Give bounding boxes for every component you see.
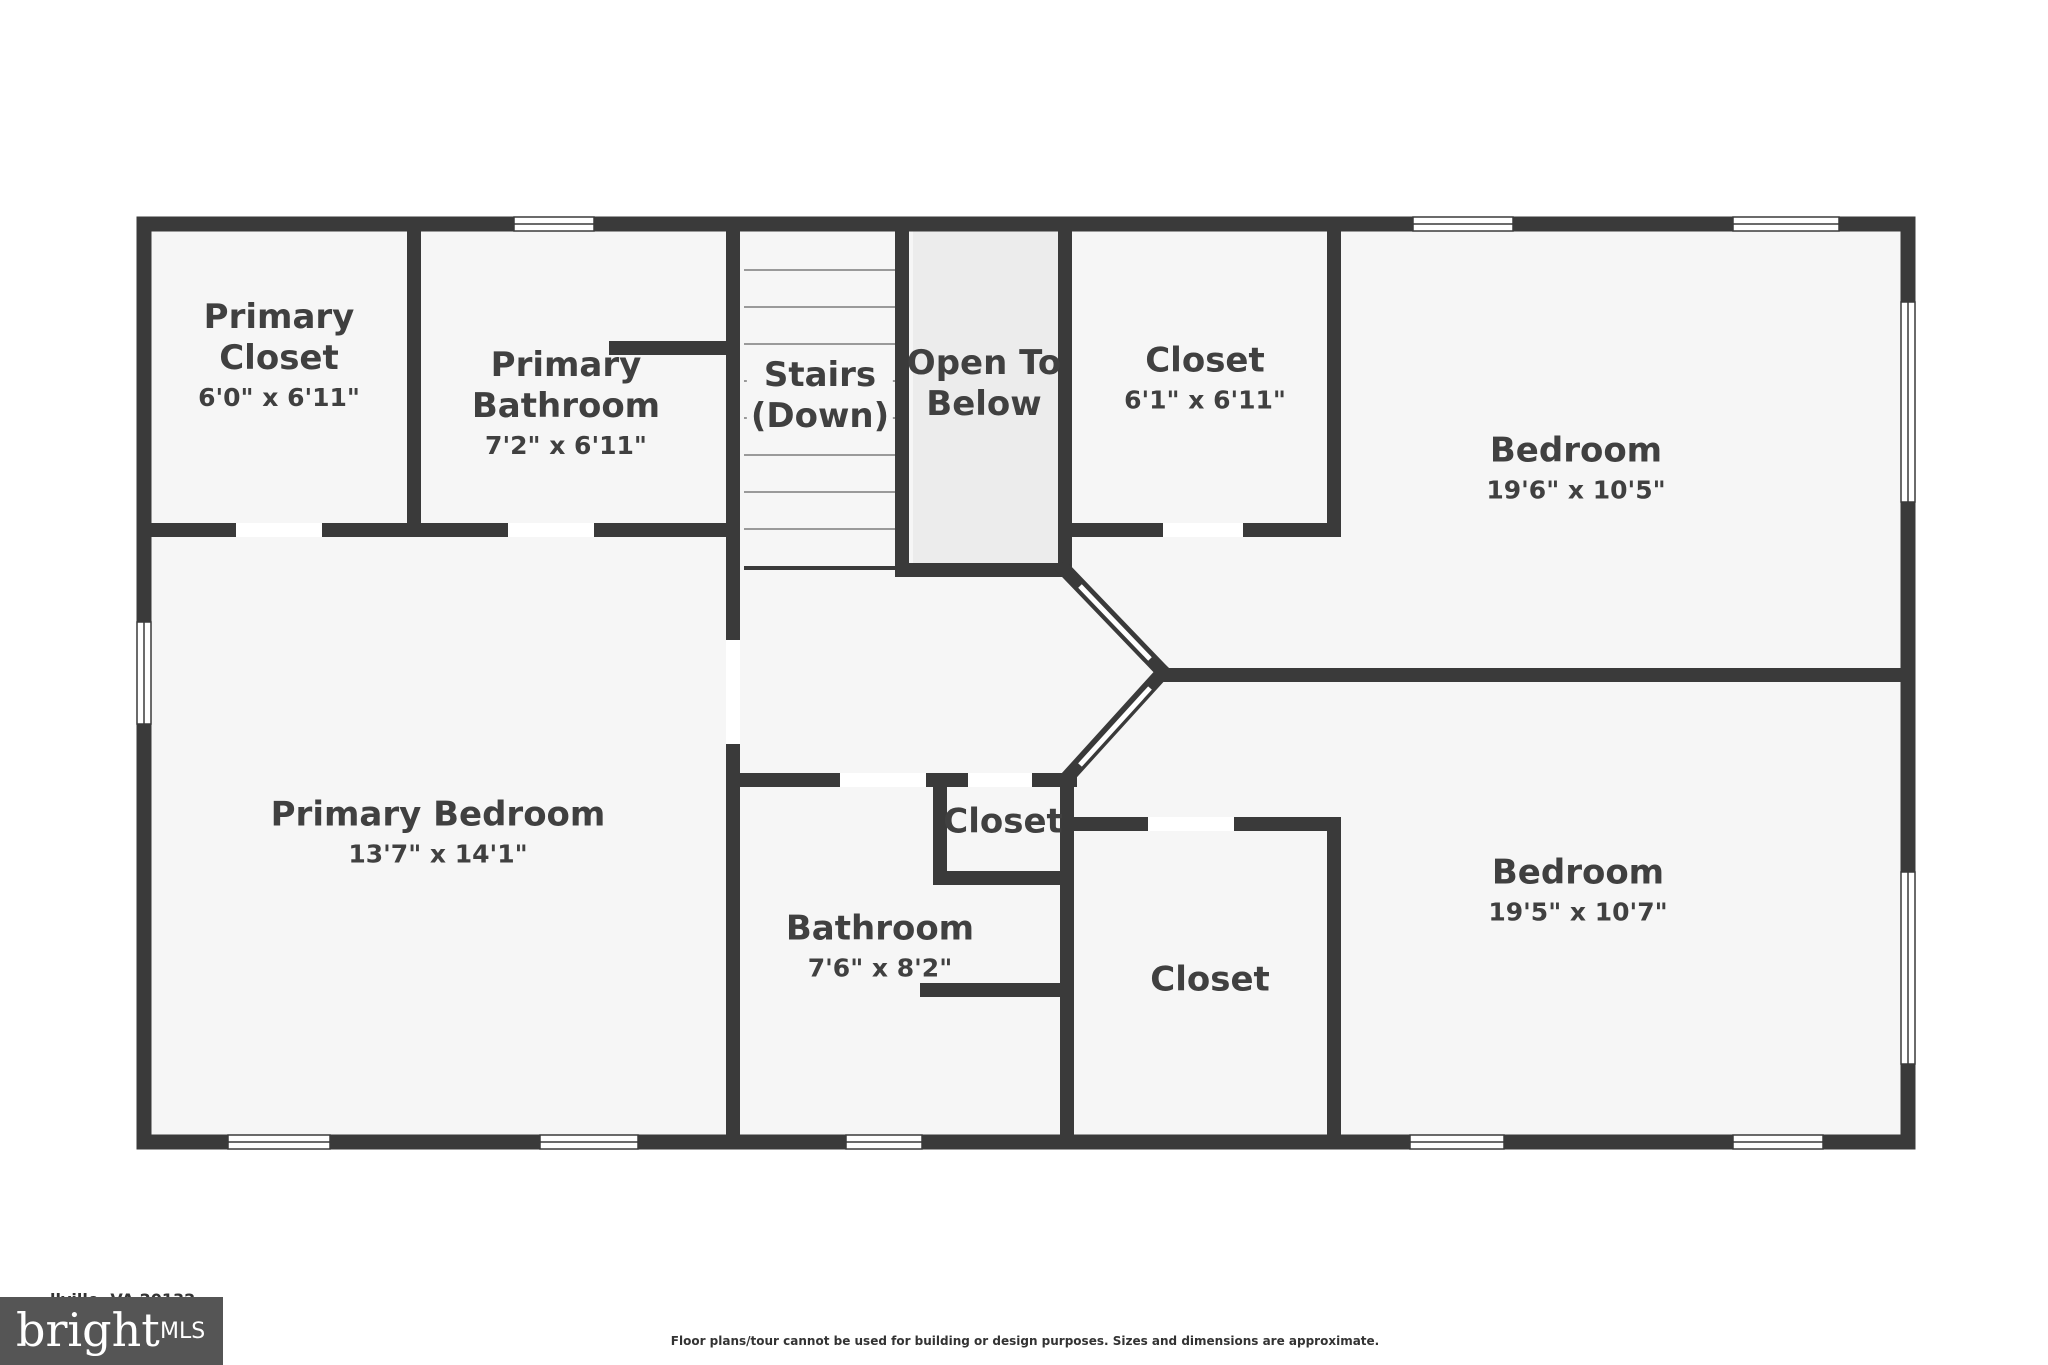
- room-label-closet-small: Closet: [943, 801, 1063, 842]
- room-label-open-to-below: Open To Below: [906, 343, 1062, 424]
- room-label-bedroom-bottom: Bedroom 19'5" x 10'7": [1488, 852, 1668, 927]
- room-label-bathroom: Bathroom 7'6" x 8'2": [785, 908, 975, 983]
- logo-suffix: MLS: [160, 1319, 206, 1344]
- room-label-stairs: Stairs (Down): [746, 355, 894, 437]
- open-to-below-area: [913, 228, 1058, 566]
- room-label-bedroom-top: Bedroom 19'6" x 10'5": [1486, 430, 1666, 505]
- room-label-closet-bottom: Closet: [1150, 959, 1270, 1000]
- room-label-primary-bedroom: Primary Bedroom 13'7" x 14'1": [270, 794, 606, 869]
- room-label-primary-closet: Primary Closet 6'0" x 6'11": [198, 297, 360, 412]
- diagonal-railings: [1078, 584, 1152, 767]
- logo-brand: bright: [16, 1303, 160, 1357]
- windows: [136, 216, 1916, 1150]
- room-label-closet-top: Closet 6'1" x 6'11": [1124, 340, 1286, 415]
- disclaimer-text: Floor plans/tour cannot be used for buil…: [670, 1334, 1380, 1348]
- room-label-primary-bathroom: Primary Bathroom 7'2" x 6'11": [471, 345, 661, 460]
- bright-mls-logo: bright MLS: [0, 1297, 223, 1365]
- door-openings: [236, 523, 1243, 831]
